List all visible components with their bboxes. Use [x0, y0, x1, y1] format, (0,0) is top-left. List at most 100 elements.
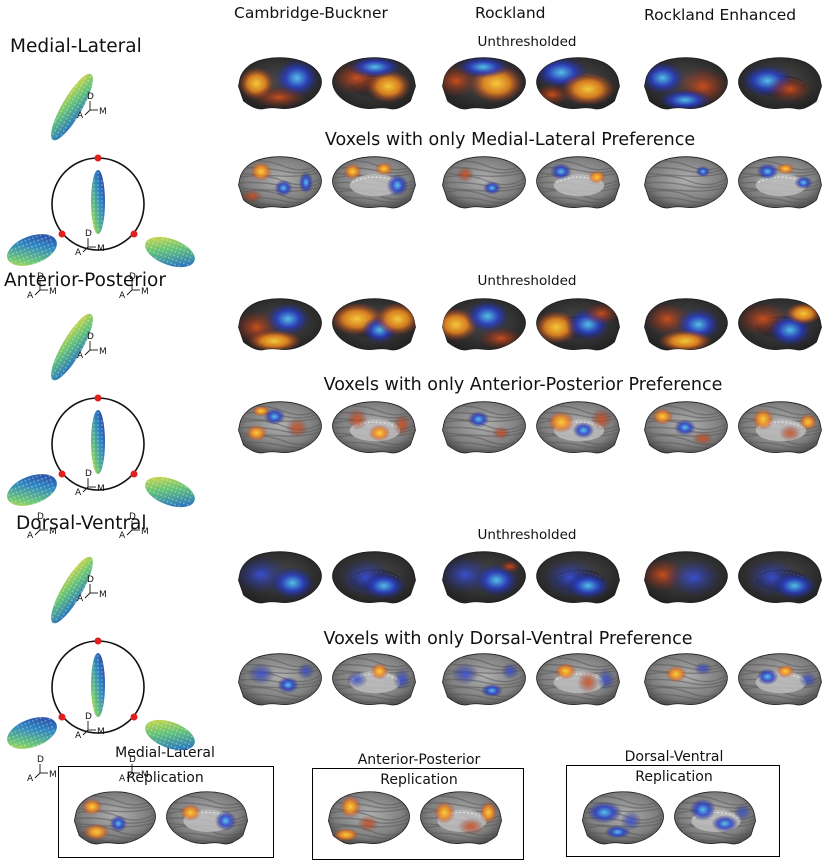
activation-blob — [265, 302, 311, 336]
axis-letter-a: A — [77, 351, 84, 361]
brain-medial-r6-c2 — [536, 653, 620, 706]
section-title-dorsal-ventral: Dorsal-Ventral — [16, 513, 147, 534]
activation-blob — [250, 161, 272, 182]
axis-letter-a: A — [119, 774, 126, 784]
brain-medial-r4-c1 — [332, 401, 416, 454]
axis-glyph-left: DMA — [27, 272, 57, 301]
column-header-cambridge-buckner: Cambridge-Buckner — [234, 4, 388, 22]
brain-medial-r3-c1 — [332, 298, 416, 351]
dot-cloud-left — [7, 717, 57, 749]
replication-brain-lateral-3 — [581, 791, 664, 845]
activation-blob — [215, 810, 237, 831]
replication-brain-medial-3 — [674, 791, 757, 845]
red-marker — [58, 230, 66, 238]
activation-blob — [689, 798, 716, 821]
axis-letter-m: M — [99, 347, 107, 357]
activation-blob — [590, 408, 613, 431]
activation-blob — [346, 671, 368, 688]
activation-blob — [536, 83, 570, 106]
activation-blob — [692, 431, 714, 446]
activation-blob — [586, 801, 622, 824]
brain-lateral-r3-c1 — [238, 298, 322, 351]
brain-lateral-r4-c2 — [442, 401, 526, 454]
activation-blob — [501, 663, 519, 680]
activation-blob — [752, 408, 774, 431]
replication-label: Replication — [635, 769, 713, 785]
axis-letter-d: D — [87, 332, 94, 342]
replication-title-dorsal-ventral: Dorsal-Ventral — [624, 749, 724, 765]
activation-blob — [785, 302, 822, 325]
brain-medial-r1-c1 — [332, 57, 416, 110]
activation-blob — [467, 411, 490, 428]
activation-blob — [179, 804, 201, 821]
activation-blob — [577, 671, 599, 694]
axis-glyph-center: DMA — [75, 229, 105, 258]
activation-blob — [478, 327, 524, 350]
activation-blob — [481, 683, 503, 698]
activation-blob — [776, 163, 795, 175]
replication-brain-medial-1 — [166, 791, 249, 845]
axis-letter-m: M — [97, 727, 105, 737]
activation-blob — [346, 408, 368, 431]
activation-blob — [81, 798, 103, 816]
brain-medial-r5-c3 — [738, 551, 822, 604]
dot-cloud-right — [145, 236, 195, 268]
red-marker — [130, 470, 138, 478]
brain-lateral-r2-c3 — [644, 156, 728, 209]
activation-blob — [658, 330, 712, 350]
axis-letter-a: A — [27, 774, 34, 784]
brain-medial-r3-c2 — [536, 298, 620, 351]
axis-letter-m: M — [99, 107, 107, 117]
brain-lateral-r1-c2 — [442, 57, 526, 110]
axis-letter-d: D — [129, 512, 136, 522]
activation-blob — [332, 828, 360, 842]
unthresholded-label-3: Unthresholded — [477, 527, 577, 543]
axis-letter-a: A — [27, 291, 34, 301]
dot-cloud-center — [91, 170, 105, 234]
activation-blob — [339, 795, 361, 818]
brain-lateral-r2-c2 — [442, 156, 526, 209]
axis-letter-m: M — [49, 527, 57, 537]
replication-box-medial-lateral: Replication — [58, 766, 274, 858]
axis-letter-d: D — [129, 755, 136, 765]
activation-blob — [241, 189, 263, 203]
activation-blob — [479, 801, 498, 824]
brain-medial-r4-c3 — [738, 401, 822, 454]
axis-glyph-top: DMA — [77, 575, 107, 604]
axis-letter-m: M — [97, 244, 105, 254]
activation-blob — [451, 663, 479, 685]
brain-lateral-r4-c3 — [644, 401, 728, 454]
axis-letter-d: D — [85, 712, 92, 722]
red-marker — [94, 394, 102, 402]
activation-blob — [433, 801, 455, 824]
replication-box-dorsal-ventral: Replication — [566, 765, 780, 857]
red-marker — [94, 154, 102, 162]
activation-blob — [674, 419, 696, 436]
activation-blob — [393, 668, 411, 691]
activation-blob — [457, 818, 484, 835]
activation-blob — [375, 162, 393, 176]
brain-medial-r2-c3 — [738, 156, 822, 209]
activation-blob — [274, 179, 293, 197]
activation-blob — [597, 668, 615, 691]
activation-blob — [252, 405, 270, 417]
activation-blob — [492, 426, 510, 440]
dot-cloud-left — [7, 474, 57, 506]
axis-letter-a: A — [75, 248, 82, 258]
replication-brain-lateral-1 — [73, 791, 156, 845]
dot-cloud-right — [145, 476, 195, 508]
brain-lateral-r6-c2 — [442, 653, 526, 706]
preference-label-3: Voxels with only Dorsal-Ventral Preferen… — [323, 629, 693, 649]
replication-label: Replication — [126, 770, 204, 786]
red-marker — [130, 713, 138, 721]
activation-blob — [658, 89, 712, 109]
dot-cloud-right — [145, 719, 195, 751]
brain-medial-r1-c2 — [536, 57, 620, 110]
brain-medial-r3-c3 — [738, 298, 822, 351]
column-header-rockland-enhanced: Rockland Enhanced — [644, 6, 797, 24]
brain-lateral-r6-c1 — [238, 653, 322, 706]
activation-blob — [109, 815, 128, 832]
red-marker — [94, 637, 102, 645]
